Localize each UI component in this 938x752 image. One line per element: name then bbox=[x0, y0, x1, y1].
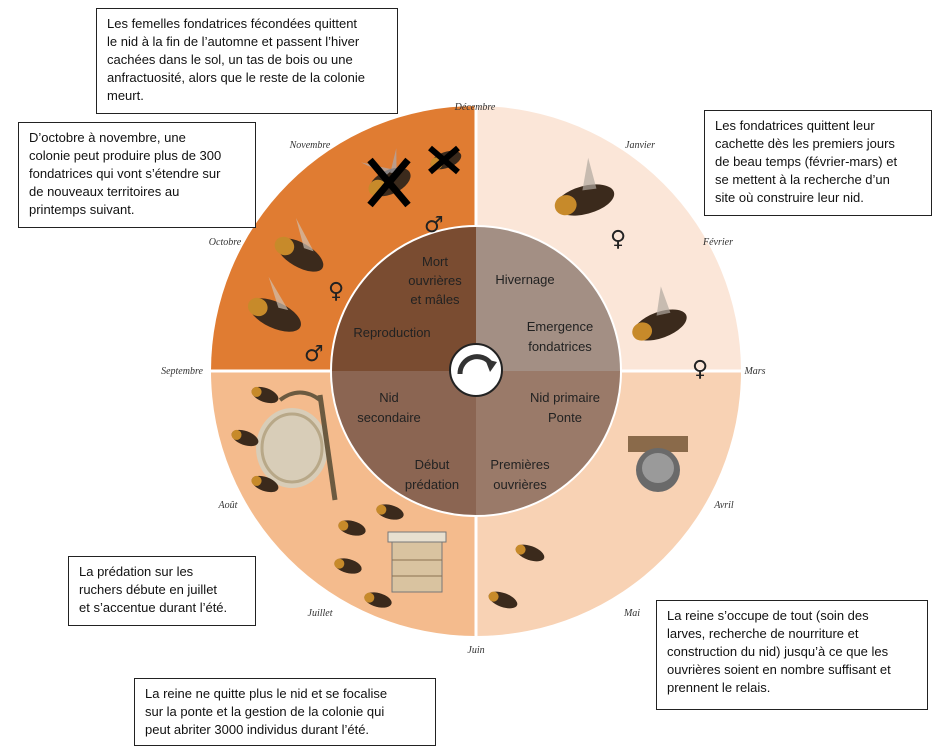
note-reine-ponte: La reine ne quitte plus le nid et se foc… bbox=[134, 678, 436, 746]
month-juillet: Juillet bbox=[308, 608, 333, 619]
note-predation-ruchers: La prédation sur les ruchers débute en j… bbox=[68, 556, 256, 626]
stage-premieres-ouvrieres: Premières ouvrières bbox=[490, 457, 550, 492]
female-symbol: ♀ bbox=[692, 357, 708, 382]
svg-text:ouvrières: ouvrières bbox=[493, 477, 547, 492]
inner-quadrant-summer bbox=[331, 371, 476, 516]
hornet-icon bbox=[247, 276, 301, 332]
stage-nid-primaire: Nid primaire Ponte bbox=[530, 390, 600, 425]
hornet-icon bbox=[364, 592, 392, 608]
hornet-icon bbox=[231, 429, 259, 447]
svg-text:Nid: Nid bbox=[379, 390, 399, 405]
stage-mort: Mort ouvrières et mâles bbox=[408, 254, 462, 307]
svg-text:Ponte: Ponte bbox=[548, 410, 582, 425]
stage-nid-secondaire: Nid secondaire bbox=[357, 390, 421, 425]
stage-emergence: Emergence fondatrices bbox=[527, 319, 593, 354]
month-juin: Juin bbox=[467, 645, 484, 656]
note-production-fondatrices: D’octobre à novembre, une colonie peut p… bbox=[18, 122, 256, 228]
svg-text:Premières: Premières bbox=[490, 457, 550, 472]
svg-text:Début: Début bbox=[415, 457, 450, 472]
svg-text:secondaire: secondaire bbox=[357, 410, 421, 425]
stage-debut-predation: Début prédation bbox=[405, 457, 459, 492]
center-circle bbox=[449, 343, 503, 397]
inner-quadrant-autumn bbox=[331, 226, 476, 371]
secondary-nest-icon bbox=[256, 390, 338, 501]
female-symbol: ♀ bbox=[328, 279, 344, 304]
primary-nest-icon bbox=[628, 436, 688, 492]
note-reine-seule: La reine s’occupe de tout (soin des larv… bbox=[656, 600, 928, 710]
svg-text:ouvrières: ouvrières bbox=[408, 273, 462, 288]
hornet-icon bbox=[251, 475, 279, 493]
month-mai: Mai bbox=[623, 608, 640, 619]
svg-text:Nid primaire: Nid primaire bbox=[530, 390, 600, 405]
svg-text:et mâles: et mâles bbox=[410, 292, 460, 307]
hornet-icon bbox=[554, 157, 615, 216]
month-avril: Avril bbox=[713, 500, 734, 511]
stage-hivernage: Hivernage bbox=[495, 272, 554, 287]
note-sortie-fondatrices: Les fondatrices quittent leur cachette d… bbox=[704, 110, 932, 216]
month-octobre: Octobre bbox=[209, 237, 242, 248]
female-symbol: ♀ bbox=[610, 227, 626, 252]
hornet-icon bbox=[376, 504, 404, 520]
dead-cross-icon bbox=[428, 145, 460, 175]
svg-text:fondatrices: fondatrices bbox=[528, 339, 592, 354]
note-hivernage-fondatrices: Les femelles fondatrices fécondées quitt… bbox=[96, 8, 398, 114]
month-aout: Août bbox=[218, 500, 238, 511]
month-septembre: Septembre bbox=[161, 366, 203, 377]
male-symbol: ♂ bbox=[304, 342, 324, 367]
hornet-icon bbox=[338, 520, 366, 536]
inner-quadrant-winter bbox=[476, 226, 621, 371]
month-mars: Mars bbox=[743, 366, 765, 377]
hornet-icon bbox=[334, 558, 362, 574]
month-decembre: Décembre bbox=[454, 102, 496, 113]
month-janvier: Janvier bbox=[625, 140, 655, 151]
dead-cross-icon bbox=[367, 157, 411, 208]
beehive-icon bbox=[387, 531, 447, 593]
male-symbol: ♂ bbox=[424, 213, 444, 238]
inner-ring-border bbox=[330, 225, 622, 517]
svg-text:Mort: Mort bbox=[422, 254, 448, 269]
hornet-icon bbox=[488, 591, 518, 609]
hornet-icon bbox=[632, 286, 687, 341]
hornet-icon bbox=[251, 386, 279, 404]
inner-quadrant-spring bbox=[476, 371, 621, 516]
svg-text:Emergence: Emergence bbox=[527, 319, 593, 334]
svg-text:prédation: prédation bbox=[405, 477, 459, 492]
stage-reproduction: Reproduction bbox=[353, 325, 430, 340]
cycle-arrow-icon bbox=[457, 354, 497, 375]
month-novembre: Novembre bbox=[289, 140, 331, 151]
month-fevrier: Février bbox=[702, 237, 733, 248]
hornet-icon bbox=[515, 544, 545, 562]
